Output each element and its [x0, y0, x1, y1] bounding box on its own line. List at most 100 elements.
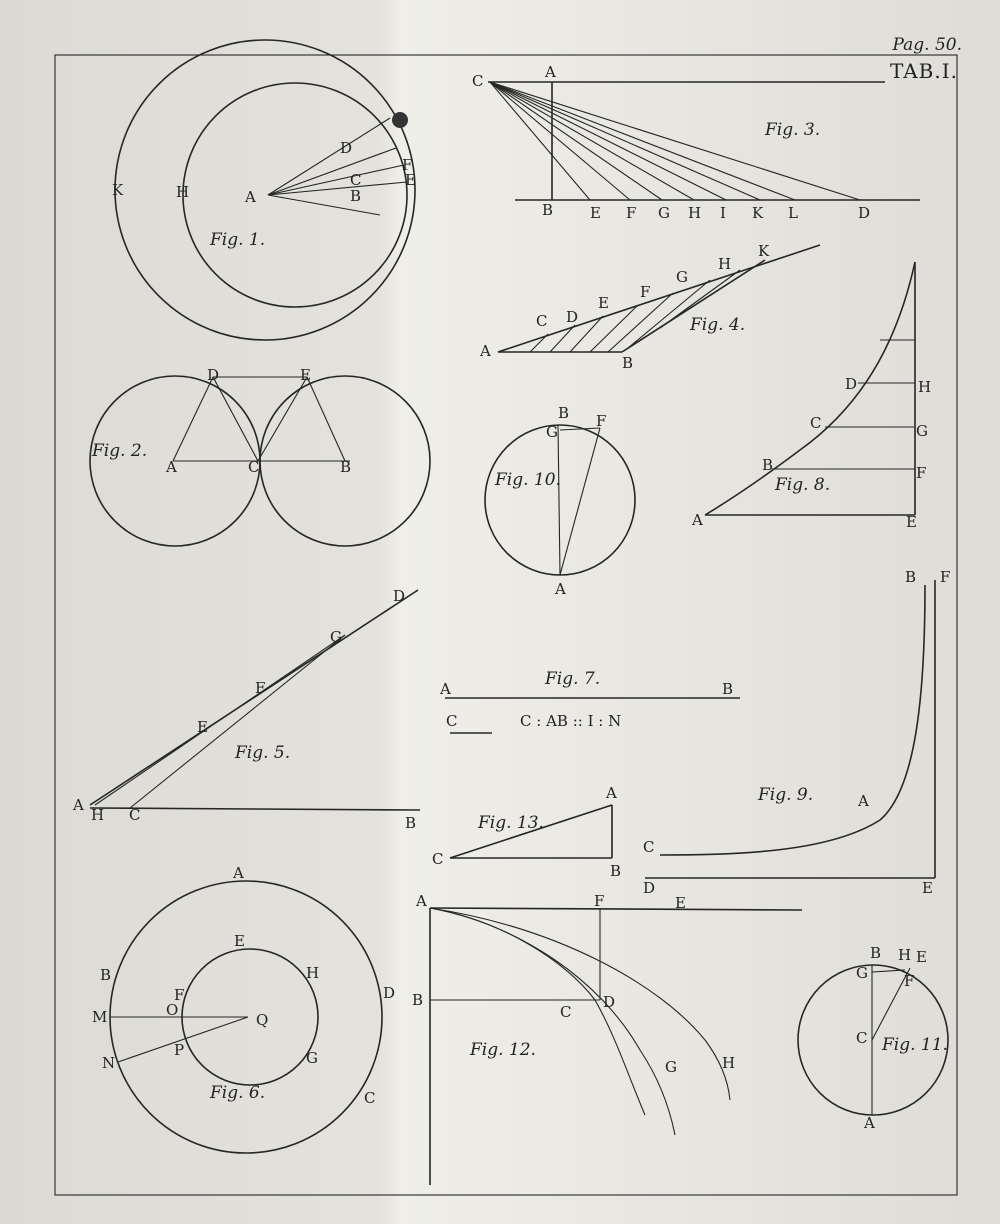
fig10-label-b: B	[558, 404, 569, 422]
fig1-label-k: K	[112, 181, 124, 199]
fig6-label-o: O	[166, 1001, 178, 1019]
fig3-caption: Fig. 3.	[764, 120, 820, 140]
fig1-caption: Fig. 1.	[209, 230, 265, 250]
fig12-label-b: B	[412, 991, 423, 1009]
fig11-label-b: B	[870, 944, 881, 962]
fig13-caption: Fig. 13.	[477, 813, 544, 833]
figure-7: A B C C : AB :: I : N Fig. 7.	[439, 669, 740, 734]
fig9-label-c: C	[643, 838, 654, 856]
fig6-label-p: P	[174, 1041, 184, 1059]
fig4-label-e: E	[598, 294, 609, 312]
fig2-label-d: D	[207, 366, 219, 384]
fig6-label-a: A	[232, 864, 244, 882]
fig12-label-e: E	[675, 894, 686, 912]
fig6-caption: Fig. 6.	[209, 1083, 265, 1103]
plate-border	[54, 54, 958, 1196]
fig1-outer-circle	[114, 39, 416, 341]
fig6-label-f: F	[174, 986, 184, 1004]
fig10-label-a: A	[554, 580, 566, 598]
fig13-label-c: C	[432, 850, 443, 868]
fig11-circle	[797, 964, 949, 1116]
fig8-label-h: H	[918, 378, 931, 396]
fig4-label-b: B	[622, 354, 633, 372]
fig4-caption: Fig. 4.	[689, 315, 745, 335]
fig12-label-a: A	[415, 892, 427, 910]
fig12-curve-2	[429, 907, 676, 1136]
fig7-relation: C : AB :: I : N	[520, 712, 621, 730]
fig2-caption: Fig. 2.	[91, 441, 147, 461]
fig1-label-c: C	[350, 171, 361, 189]
fig10-label-f: F	[596, 412, 606, 430]
fig12-label-f: F	[594, 892, 604, 910]
fig12-label-d: D	[603, 993, 615, 1011]
fig13-label-b: B	[610, 862, 621, 880]
fig6-label-e: E	[234, 932, 245, 950]
fig2-label-a: A	[165, 458, 177, 476]
fig11-caption: Fig. 11.	[881, 1035, 948, 1055]
fig9-label-f: F	[940, 568, 950, 586]
figure-1: K H A D F C E B Fig. 1.	[112, 39, 416, 341]
figure-2: D E A C B Fig. 2.	[89, 366, 431, 547]
fig5-caption: Fig. 5.	[234, 743, 290, 763]
figure-3: C A B E F G H I K L D Fig. 3.	[472, 63, 920, 222]
fig12-label-c: C	[560, 1003, 571, 1021]
fig4-label-d: D	[566, 308, 578, 326]
fig3-label-l: L	[788, 204, 798, 222]
fig8-label-e: E	[906, 513, 917, 531]
fig2-label-e: E	[300, 366, 311, 384]
fig7-label-a: A	[439, 680, 451, 698]
figure-10: B G F A Fig. 10.	[484, 404, 636, 598]
figure-8: D H C G B F A E Fig. 8.	[691, 261, 931, 531]
fig5-label-c: C	[129, 806, 140, 824]
figure-11: B H E G F C A Fig. 11.	[797, 944, 949, 1132]
fig4-label-a: A	[479, 342, 491, 360]
fig4-label-c: C	[536, 312, 547, 330]
figure-5: D G F E A H C B Fig. 5.	[72, 587, 421, 832]
plate-title: TAB.I.	[890, 59, 958, 83]
fig9-label-d: D	[643, 879, 655, 897]
fig8-caption: Fig. 8.	[774, 475, 830, 495]
fig4-label-f: F	[640, 283, 650, 301]
fig3-label-d: D	[858, 204, 870, 222]
fig3-label-k: K	[752, 204, 764, 222]
fig3-label-f: F	[626, 204, 636, 222]
fig7-label-b: B	[722, 680, 733, 698]
fig8-label-c: C	[810, 414, 821, 432]
fig12-curve-3	[429, 907, 731, 1101]
fig1-label-d: D	[340, 139, 352, 157]
fig9-label-e: E	[922, 879, 933, 897]
fig8-label-a: A	[691, 511, 703, 529]
fig1-ink-blot	[392, 112, 408, 128]
fig3-label-h: H	[688, 204, 701, 222]
fig7-label-c: C	[446, 712, 457, 730]
fig3-label-i: I	[720, 204, 726, 222]
fig11-label-a: A	[863, 1114, 875, 1132]
fig9-label-b: B	[905, 568, 916, 586]
fig5-label-b: B	[405, 814, 416, 832]
fig12-caption: Fig. 12.	[469, 1040, 536, 1060]
fig10-caption: Fig. 10.	[494, 470, 561, 490]
fig6-label-n: N	[102, 1054, 115, 1072]
figure-6: A E B H D M F O Q N P G C Fig. 6.	[92, 864, 395, 1154]
fig11-label-c: C	[856, 1029, 867, 1047]
figure-9: B F A C D E Fig. 9.	[643, 568, 950, 897]
fig1-label-a: A	[244, 188, 256, 206]
fig4-label-h: H	[718, 255, 731, 273]
fig8-label-b: B	[762, 456, 773, 474]
fig2-label-b: B	[340, 458, 351, 476]
fig3-label-e: E	[590, 204, 601, 222]
fig6-label-m: M	[92, 1008, 107, 1026]
fig5-label-a: A	[72, 796, 84, 814]
figure-4: A C D E F G H K B Fig. 4.	[479, 242, 821, 372]
fig12-label-g: G	[665, 1058, 677, 1076]
fig5-label-e: E	[197, 718, 208, 736]
fig6-label-d: D	[383, 984, 395, 1002]
fig8-curve	[704, 261, 916, 516]
fig13-label-a: A	[605, 784, 617, 802]
fig3-label-g: G	[658, 204, 670, 222]
fig5-label-h: H	[91, 806, 104, 824]
page-number: Pag. 50.	[891, 35, 962, 55]
fig7-caption: Fig. 7.	[544, 669, 600, 689]
fig6-label-q: Q	[256, 1011, 268, 1029]
